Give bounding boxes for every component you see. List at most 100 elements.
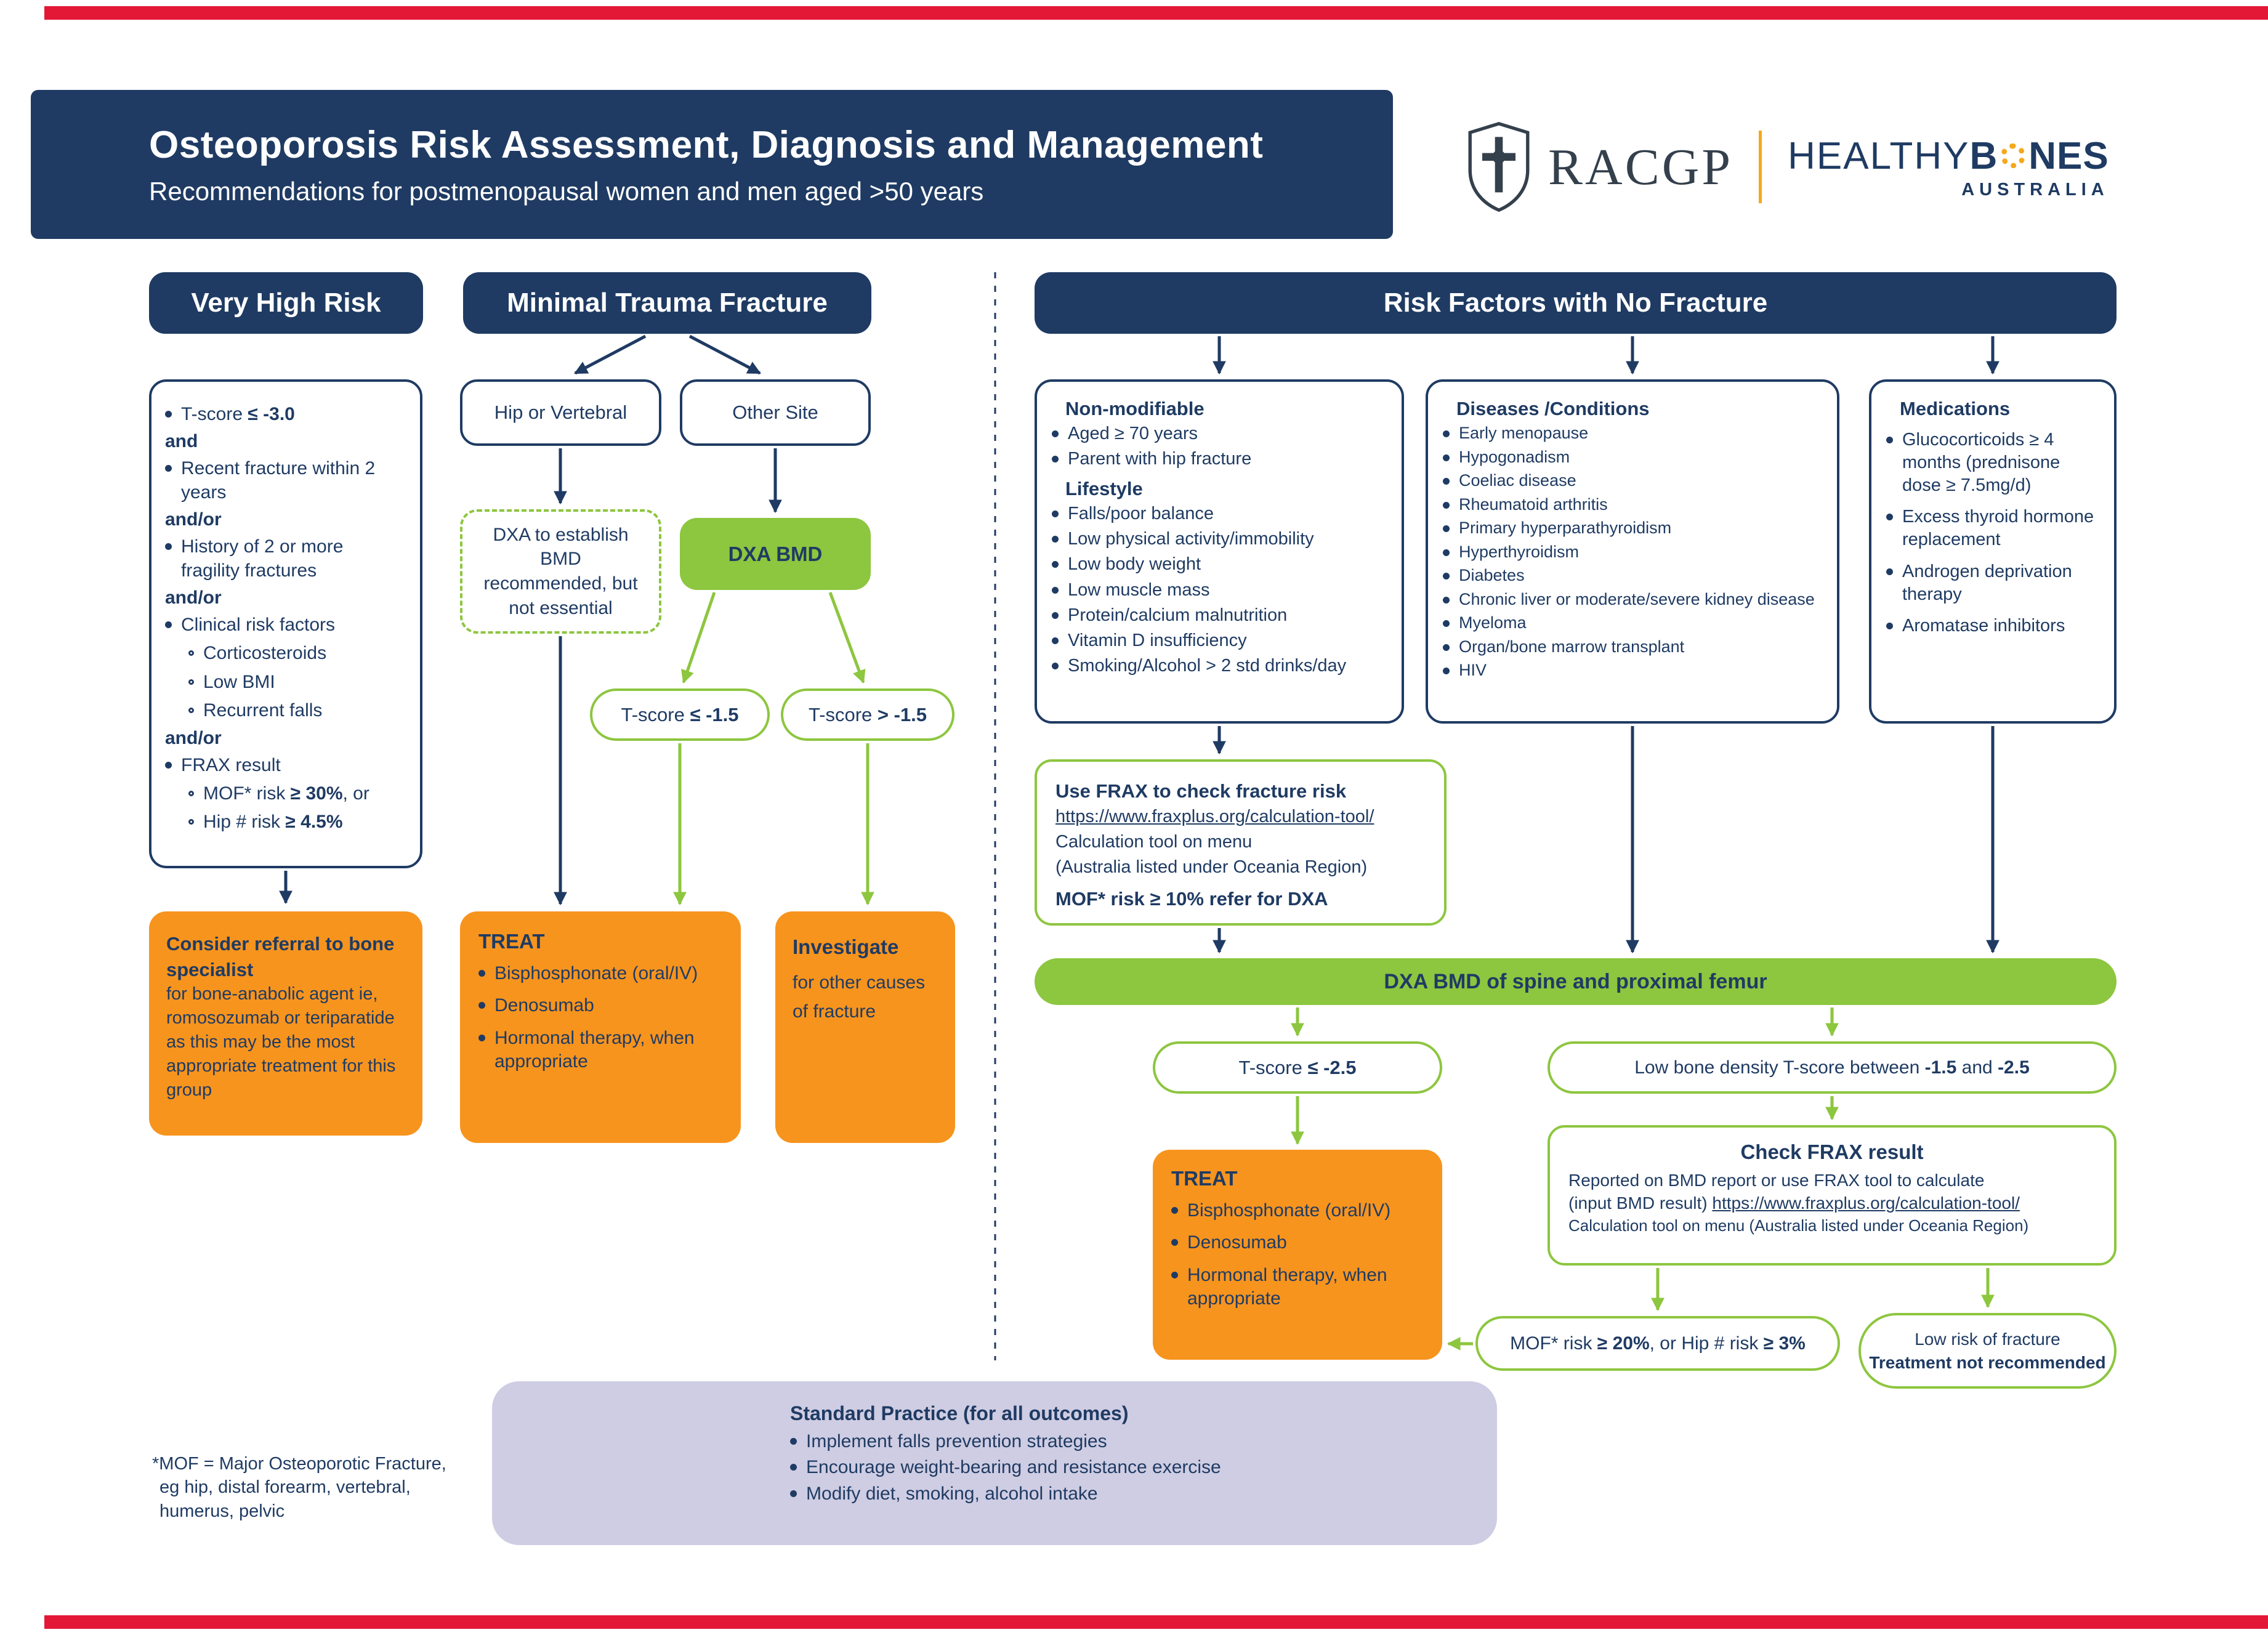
bullet-icon bbox=[165, 411, 172, 418]
list-item: Parent with hip fracture bbox=[1052, 448, 1387, 470]
treat-item: Bisphosphonate (oral/IV) bbox=[1171, 1199, 1424, 1222]
bullet-icon bbox=[1443, 549, 1450, 556]
bullet-icon bbox=[478, 1002, 485, 1009]
sub-criterion: Low BMI bbox=[188, 671, 406, 694]
australia-text: AUSTRALIA bbox=[1961, 179, 2109, 200]
list-item: HIV bbox=[1443, 660, 1822, 681]
treat-item: Hormonal therapy, when appropriate bbox=[478, 1027, 722, 1074]
logo-divider bbox=[1759, 131, 1762, 203]
use-frax-link-row: https://www.fraxplus.org/calculation-too… bbox=[1055, 804, 1426, 830]
bullet-icon bbox=[1886, 622, 1893, 629]
sub-bullet-icon bbox=[188, 650, 194, 656]
tscore-gt-15-node: T-score > -1.5 bbox=[781, 688, 954, 741]
mof-footnote: *MOF = Major Osteoporotic Fracture, eg h… bbox=[152, 1452, 446, 1523]
bullet-icon bbox=[1443, 620, 1450, 628]
treat-item: Denosumab bbox=[478, 994, 722, 1017]
referral-title: Consider referral to bone specialist bbox=[166, 933, 395, 980]
arrow-mtf-to-other bbox=[688, 334, 761, 375]
low-bone-density-node: Low bone density T-score between -1.5 an… bbox=[1548, 1041, 2117, 1094]
criterion-fragility-history: History of 2 or more fragility fractures bbox=[165, 535, 406, 583]
tscore-le-15-node: T-score ≤ -1.5 bbox=[590, 688, 770, 741]
bullet-icon bbox=[1052, 612, 1059, 619]
sub-bullet-icon bbox=[188, 679, 194, 685]
arrow-dxa-to-tscore-gt bbox=[828, 592, 866, 684]
medications-title: Medications bbox=[1900, 398, 2011, 419]
list-item: Low muscle mass bbox=[1052, 579, 1387, 602]
bullet-icon bbox=[165, 543, 172, 551]
bullet-icon bbox=[1052, 561, 1059, 568]
low-risk-line1: Low risk of fracture bbox=[1915, 1329, 2060, 1349]
criterion-clinical-risk: Clinical risk factors bbox=[165, 613, 406, 637]
bullet-icon bbox=[790, 1464, 797, 1471]
non-modifiable-box: Non-modifiable Aged ≥ 70 years Parent wi… bbox=[1035, 379, 1404, 724]
investigate-box: Investigate for other causes of fracture bbox=[775, 911, 955, 1143]
footnote-line3: humerus, pelvic bbox=[159, 1501, 285, 1521]
frax-calculator-link[interactable]: https://www.fraxplus.org/calculation-too… bbox=[1055, 807, 1374, 827]
list-item: Glucocorticoids ≥ 4 months (prednisone d… bbox=[1886, 429, 2099, 497]
use-frax-line2: (Australia listed under Oceania Region) bbox=[1055, 857, 1368, 877]
sub-criterion-hip: Hip # risk ≥ 4.5% bbox=[188, 810, 406, 834]
treat-item: Denosumab bbox=[1171, 1231, 1424, 1254]
treat-title: TREAT bbox=[1171, 1167, 1238, 1190]
list-item: Protein/calcium malnutrition bbox=[1052, 604, 1387, 627]
sub-bullet-icon bbox=[188, 708, 194, 714]
joiner-andor: and/or bbox=[165, 727, 222, 748]
treat-box-risk-factors: TREAT Bisphosphonate (oral/IV) Denosumab… bbox=[1153, 1150, 1442, 1360]
bullet-icon bbox=[1886, 437, 1893, 443]
bullet-icon bbox=[165, 761, 172, 769]
joiner-and: and bbox=[165, 431, 198, 452]
frax-calculator-link-2[interactable]: https://www.fraxplus.org/calculation-too… bbox=[1712, 1193, 2020, 1213]
bullet-icon bbox=[1443, 454, 1450, 461]
sub-criterion: Corticosteroids bbox=[188, 642, 406, 665]
list-item: Rheumatoid arthritis bbox=[1443, 494, 1822, 515]
joiner-andor: and/or bbox=[165, 587, 222, 608]
bones-o-icon bbox=[2001, 143, 2026, 168]
list-item: Vitamin D insufficiency bbox=[1052, 629, 1387, 652]
bullet-icon bbox=[478, 970, 485, 977]
diseases-title: Diseases /Conditions bbox=[1456, 398, 1650, 419]
sub-criterion: Recurrent falls bbox=[188, 699, 406, 722]
footnote-line2: eg hip, distal forearm, vertebral, bbox=[159, 1477, 411, 1498]
bullet-icon bbox=[1171, 1271, 1178, 1278]
list-item: Primary hyperparathyroidism bbox=[1443, 517, 1822, 539]
list-item: Androgen deprivation therapy bbox=[1886, 560, 2099, 606]
bullet-icon bbox=[1052, 586, 1059, 594]
list-item: Hyperthyroidism bbox=[1443, 541, 1822, 563]
treat-item: Hormonal therapy, when appropriate bbox=[1171, 1264, 1424, 1311]
bullet-icon bbox=[1052, 430, 1059, 437]
bones-b-text: B bbox=[1969, 134, 1998, 177]
bullet-icon bbox=[165, 465, 172, 472]
check-frax-title: Check FRAX result bbox=[1740, 1140, 1924, 1163]
sub-bullet-icon bbox=[188, 790, 194, 796]
criterion-recent-fracture: Recent fracture within 2 years bbox=[165, 457, 406, 504]
healthy-bones-wordmark: HEALTHY B NES bbox=[1788, 134, 2109, 178]
list-item: Myeloma bbox=[1443, 612, 1822, 634]
bullet-icon bbox=[1052, 511, 1059, 518]
bullet-icon bbox=[1443, 668, 1450, 675]
list-item: Hypogonadism bbox=[1443, 446, 1822, 468]
page-subtitle: Recommendations for postmenopausal women… bbox=[149, 176, 984, 206]
lifestyle-title: Lifestyle bbox=[1065, 478, 1143, 500]
use-frax-threshold: MOF* risk ≥ 10% refer for DXA bbox=[1055, 888, 1328, 910]
list-item: Aromatase inhibitors bbox=[1886, 615, 2099, 637]
treat-title: TREAT bbox=[478, 930, 545, 953]
list-item: Early menopause bbox=[1443, 422, 1822, 444]
check-frax-box: Check FRAX result Reported on BMD report… bbox=[1548, 1125, 2117, 1266]
check-frax-line1: Reported on BMD report or use FRAX tool … bbox=[1568, 1170, 1985, 1190]
sub-bullet-icon bbox=[188, 819, 194, 825]
list-item: Low body weight bbox=[1052, 553, 1387, 576]
bullet-icon bbox=[1886, 514, 1893, 521]
bullet-icon bbox=[1171, 1207, 1178, 1214]
section-header-very-high-risk: Very High Risk bbox=[149, 272, 423, 334]
criterion-tscore: T-score ≤ -3.0 bbox=[165, 403, 406, 426]
bones-nes-text: NES bbox=[2028, 134, 2109, 177]
bullet-icon bbox=[1443, 478, 1450, 485]
bullet-icon bbox=[478, 1034, 485, 1041]
list-item: Diabetes bbox=[1443, 565, 1822, 586]
referral-body: for bone-anabolic agent ie, romosozumab … bbox=[166, 984, 396, 1100]
bullet-icon bbox=[1443, 501, 1450, 509]
section-header-minimal-trauma: Minimal Trauma Fracture bbox=[463, 272, 871, 334]
use-frax-line1: Calculation tool on menu bbox=[1055, 831, 1253, 852]
bullet-icon bbox=[1443, 430, 1450, 437]
criterion-frax: FRAX result bbox=[165, 754, 406, 777]
